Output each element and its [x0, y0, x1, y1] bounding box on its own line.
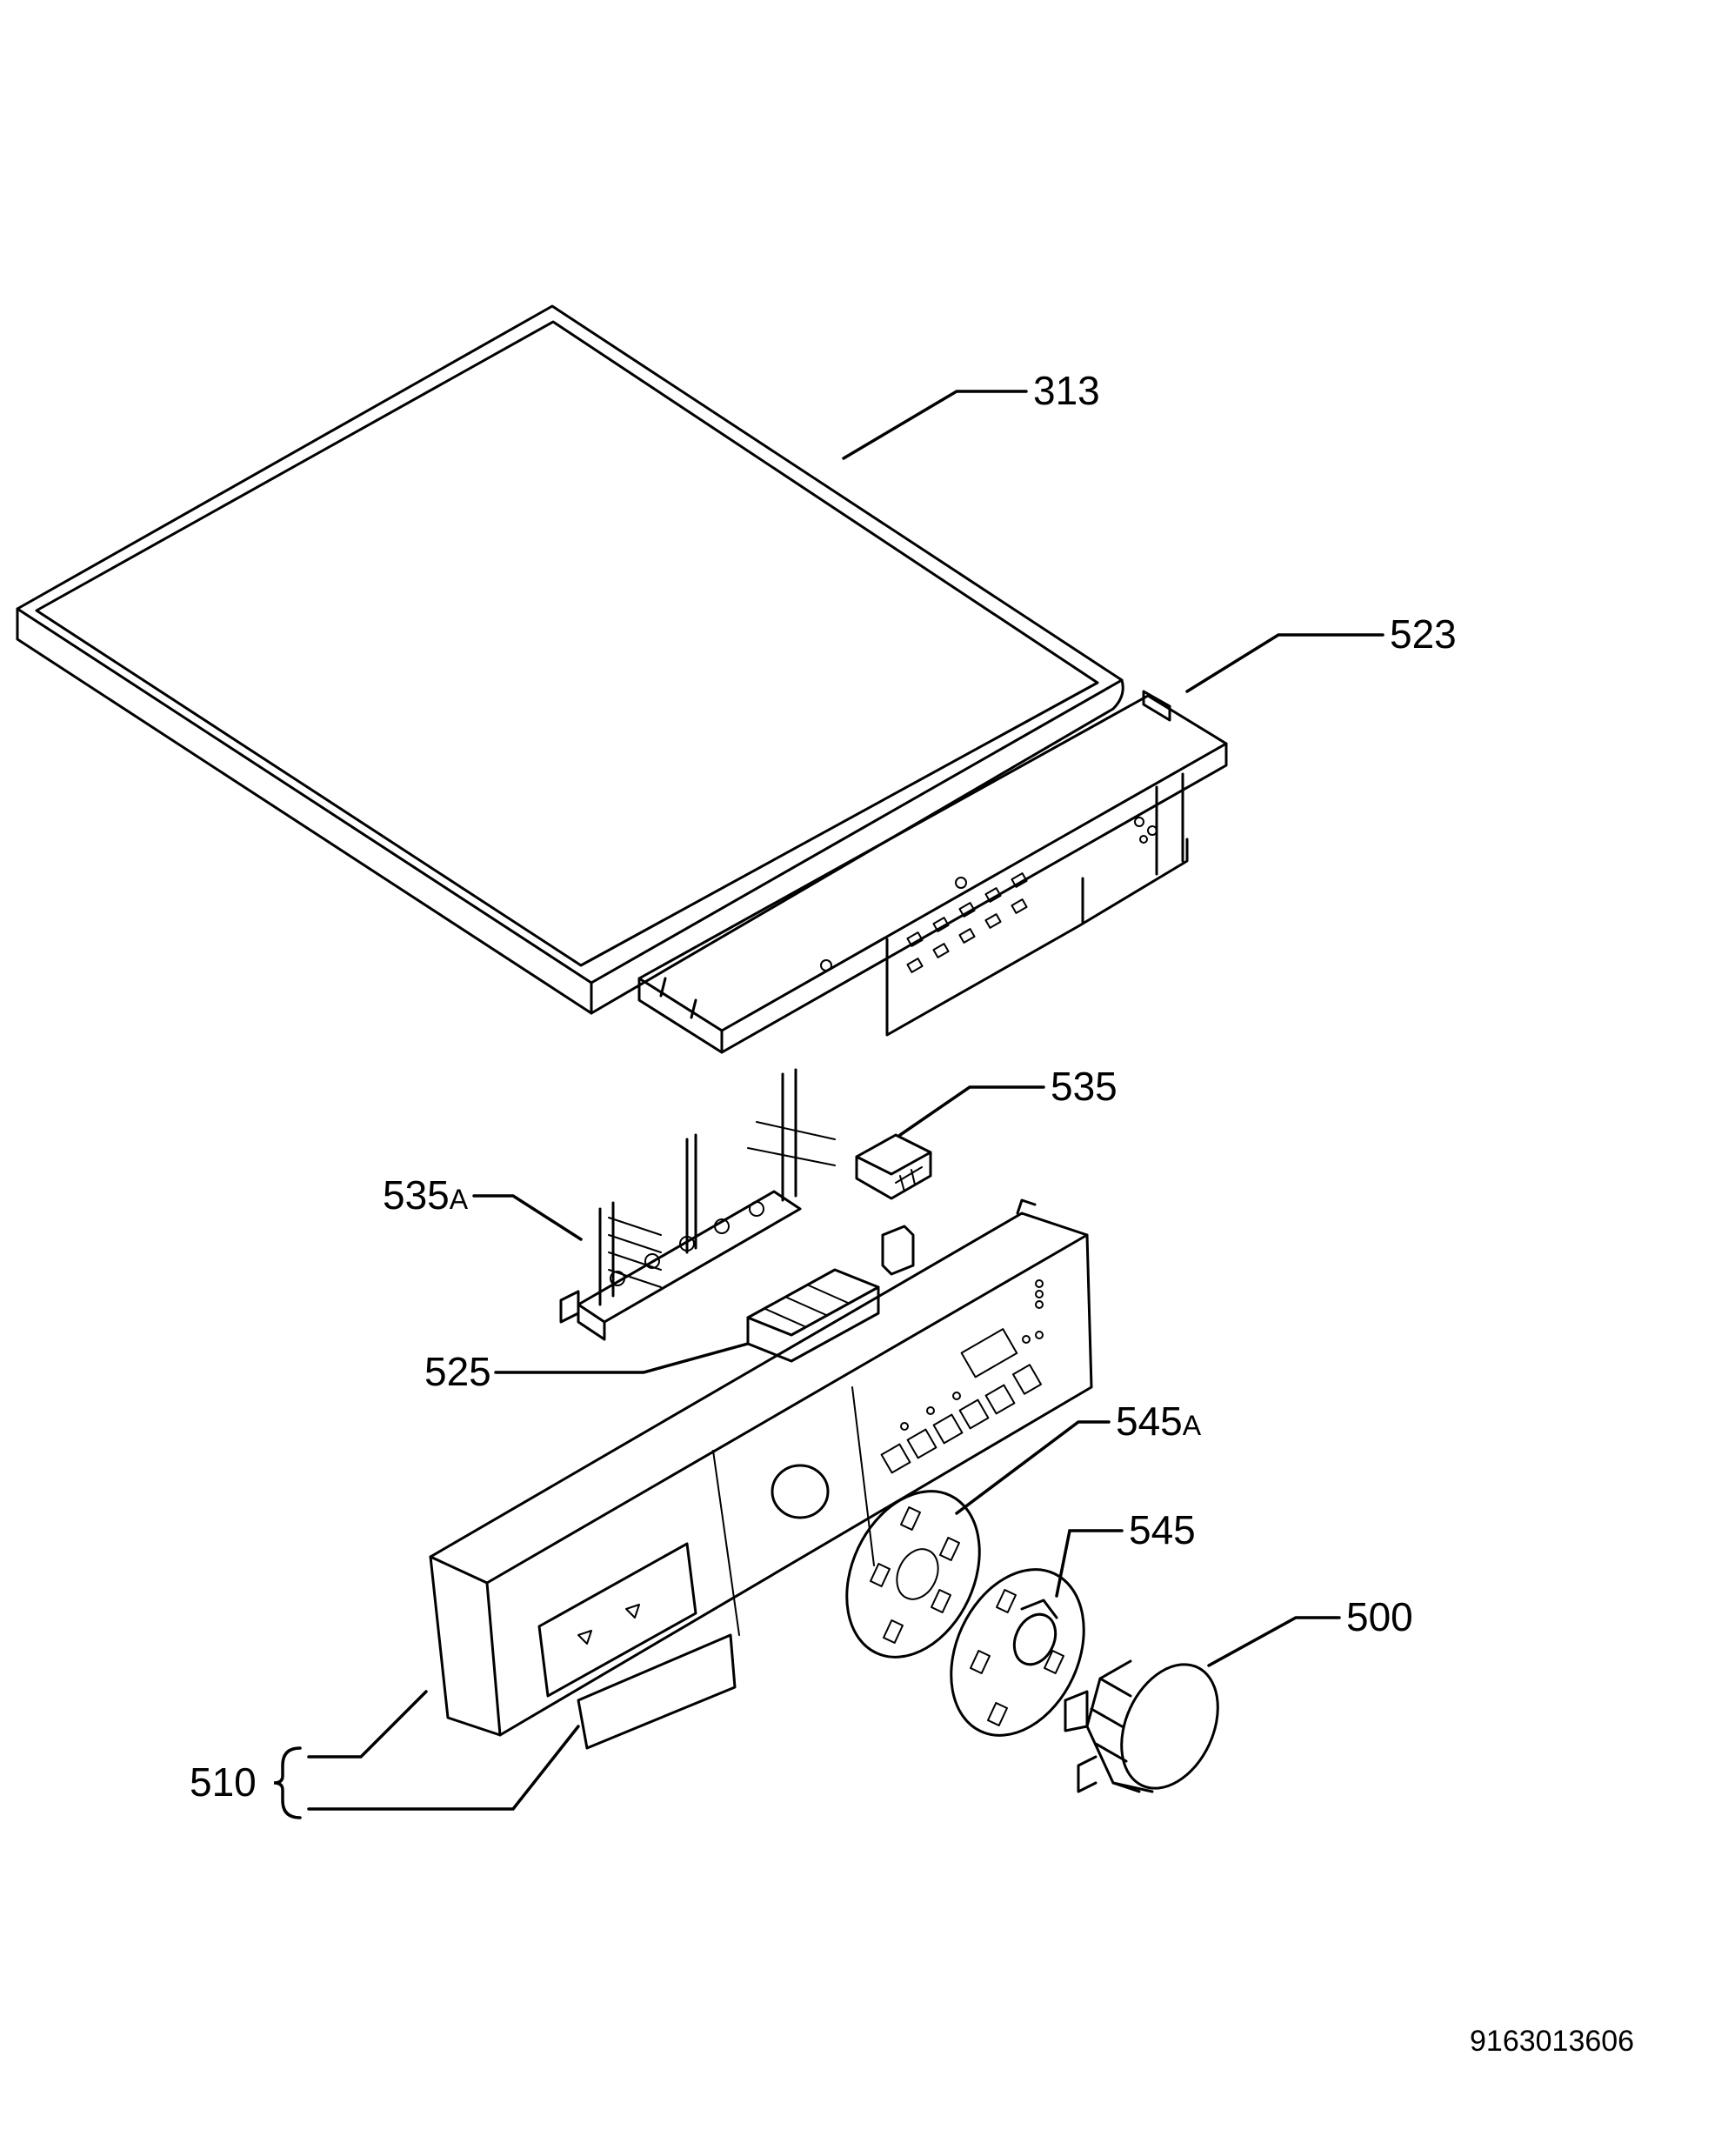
- callout-510: 510: [190, 1759, 257, 1805]
- leader-lines: [273, 390, 1384, 1819]
- callout-535: 535: [1051, 1064, 1118, 1109]
- leader-510-insert: [307, 1725, 580, 1811]
- callout-500: 500: [1346, 1594, 1413, 1639]
- leader-535: [898, 1085, 1045, 1137]
- leader-545a: [955, 1420, 1111, 1515]
- part-545a-ring: [845, 1490, 981, 1659]
- leader-535a: [472, 1194, 583, 1241]
- part-523-bracket: [637, 690, 1228, 1054]
- callout-545a: 545A: [1116, 1398, 1202, 1444]
- leader-525: [494, 1342, 750, 1374]
- callout-535a: 535A: [383, 1172, 469, 1218]
- callout-523: 523: [1390, 611, 1457, 657]
- callout-525: 525: [424, 1349, 491, 1394]
- brace-510: [273, 1746, 302, 1819]
- part-525-buttons: [746, 1225, 915, 1363]
- part-500-knob: [1064, 1659, 1219, 1793]
- part-510-control-panel: [429, 1198, 1093, 1750]
- leader-523: [1185, 633, 1384, 693]
- leader-510-panel: [307, 1690, 428, 1759]
- callout-labels: 313 523 535 535A 525 545A 545 500 510 91…: [190, 368, 1634, 2058]
- document-number: 9163013606: [1470, 2025, 1634, 2058]
- callout-545: 545: [1129, 1507, 1196, 1552]
- part-313-worktop: [16, 304, 1124, 1015]
- part-535a-actuator: [559, 1068, 836, 1341]
- leader-500: [1207, 1616, 1341, 1667]
- part-535-display: [855, 1133, 932, 1200]
- leader-545: [1055, 1529, 1124, 1598]
- part-545-disc: [950, 1568, 1085, 1737]
- callout-313: 313: [1033, 368, 1100, 413]
- leader-313: [842, 390, 1028, 460]
- bracket-cutouts: [820, 817, 1158, 973]
- panel-button-row: [880, 1279, 1044, 1474]
